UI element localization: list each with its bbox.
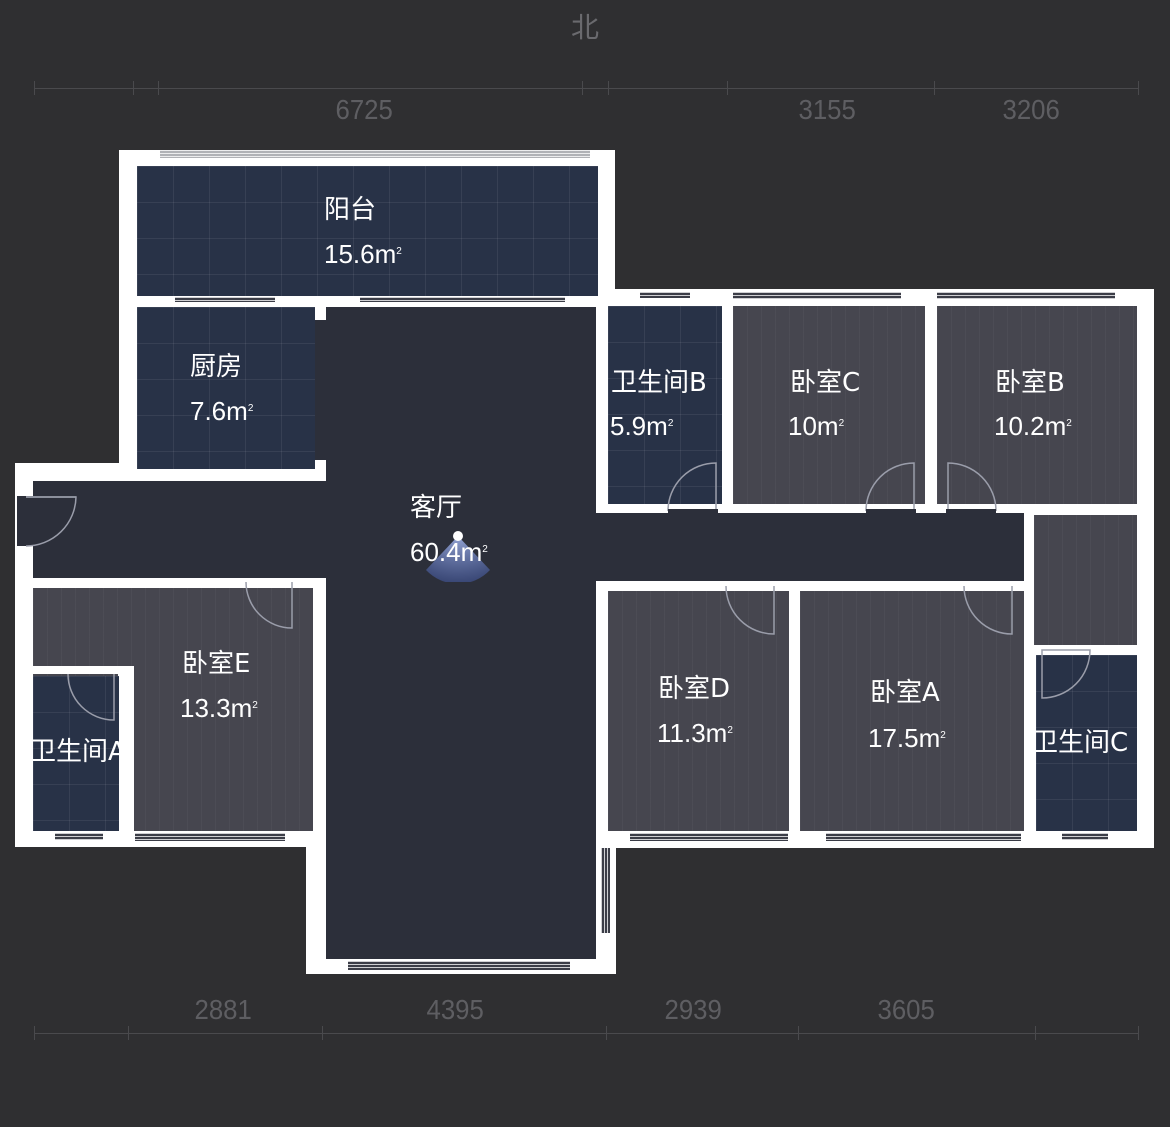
dimension-tick <box>1138 1026 1139 1040</box>
dimension-tick <box>1138 81 1139 95</box>
window-living-east <box>601 848 610 933</box>
door-bathroom-a-icon[interactable] <box>66 672 118 724</box>
balcony-railing <box>160 150 590 158</box>
corridor-west[interactable] <box>33 481 326 578</box>
wall-block <box>118 666 134 841</box>
room-name-bedroom-c: 卧室C <box>790 368 861 398</box>
dimension-label: 3155 <box>798 94 856 125</box>
dimension-tick <box>34 81 35 95</box>
door-bedroom-b-icon[interactable] <box>944 457 998 513</box>
compass-north-label: 北 <box>570 11 599 44</box>
room-balcony[interactable] <box>137 166 598 296</box>
corridor-east[interactable] <box>596 513 1024 581</box>
dimension-tick <box>128 1026 129 1040</box>
wall-block <box>30 666 134 674</box>
dimension-tick <box>322 1026 323 1040</box>
room-name-balcony: 阳台 <box>324 195 377 225</box>
window <box>640 292 690 298</box>
door-bedroom-d-icon[interactable] <box>724 584 778 640</box>
dimension-tick <box>34 1026 35 1040</box>
room-name-bedroom-b: 卧室B <box>995 368 1065 398</box>
entrance-opening <box>17 496 35 546</box>
entrance-door-icon[interactable] <box>22 494 78 548</box>
window-living-south <box>348 961 570 970</box>
dimension-label: 3605 <box>877 994 935 1025</box>
dimension-tick <box>133 81 134 95</box>
room-area-bedroom-e: 13.3m2 <box>180 693 258 723</box>
window <box>733 292 901 299</box>
dimension-label: 4395 <box>426 994 484 1025</box>
room-area-bedroom-a: 17.5m2 <box>868 723 946 753</box>
door-bathroom-b-icon[interactable] <box>666 457 720 513</box>
dimension-label: 2881 <box>194 994 252 1025</box>
window <box>630 833 788 841</box>
room-name-bathroom-c: 卫生间C <box>1032 728 1129 758</box>
room-area-kitchen: 7.6m2 <box>190 396 254 426</box>
room-name-living: 客厅 <box>410 493 463 523</box>
door-bathroom-c-icon[interactable] <box>1040 648 1092 702</box>
dimension-label: 6725 <box>335 94 393 125</box>
dimension-tick <box>727 81 728 95</box>
room-area-bedroom-b: 10.2m2 <box>994 411 1072 441</box>
room-bedroom-c[interactable] <box>733 306 925 504</box>
room-name-bathroom-a: 卫生间A <box>30 737 126 767</box>
room-name-bedroom-d: 卧室D <box>658 674 731 704</box>
dimension-label: 2939 <box>664 994 722 1025</box>
room-area-bedroom-d: 11.3m2 <box>657 718 733 748</box>
dimension-tick <box>1035 1026 1036 1040</box>
window <box>937 292 1115 299</box>
dimension-line <box>34 88 1138 89</box>
window <box>826 833 1021 841</box>
room-area-bathroom-b: 5.9m2 <box>610 411 674 441</box>
door-bedroom-e-icon[interactable] <box>244 580 296 636</box>
room-name-bedroom-e: 卧室E <box>182 649 251 679</box>
window <box>1062 833 1108 840</box>
room-area-bedroom-c: 10m2 <box>788 411 845 441</box>
dimension-tick <box>798 1026 799 1040</box>
room-bedroom-b[interactable] <box>937 306 1137 504</box>
kitchen-opening <box>315 320 327 460</box>
room-name-bathroom-b: 卫生间B <box>611 368 707 398</box>
dimension-label: 3206 <box>1002 94 1060 125</box>
dimension-line <box>34 1033 1138 1034</box>
room-bathroom-b[interactable] <box>608 306 722 504</box>
room-bathroom-a[interactable] <box>33 676 119 831</box>
room-kitchen[interactable] <box>137 307 315 469</box>
dimension-tick <box>158 81 159 95</box>
room-bedroom-a[interactable] <box>800 591 1024 831</box>
dimension-tick <box>934 81 935 95</box>
window <box>135 833 285 841</box>
room-living[interactable] <box>326 307 596 959</box>
room-area-balcony: 15.6m2 <box>324 239 402 269</box>
door-bedroom-a-icon[interactable] <box>962 584 1016 640</box>
window <box>175 297 275 302</box>
window <box>360 297 565 302</box>
room-name-kitchen: 厨房 <box>190 352 243 382</box>
door-bedroom-c-icon[interactable] <box>864 457 918 513</box>
dimension-tick <box>608 81 609 95</box>
dimension-tick <box>582 81 583 95</box>
hall-east[interactable] <box>1034 515 1137 645</box>
room-name-bedroom-a: 卧室A <box>870 678 940 708</box>
window <box>55 833 103 840</box>
dimension-tick <box>606 1026 607 1040</box>
room-area-living: 60.4m2 <box>410 537 488 567</box>
camera-view-marker-icon <box>426 531 490 582</box>
room-bathroom-c[interactable] <box>1036 655 1137 831</box>
